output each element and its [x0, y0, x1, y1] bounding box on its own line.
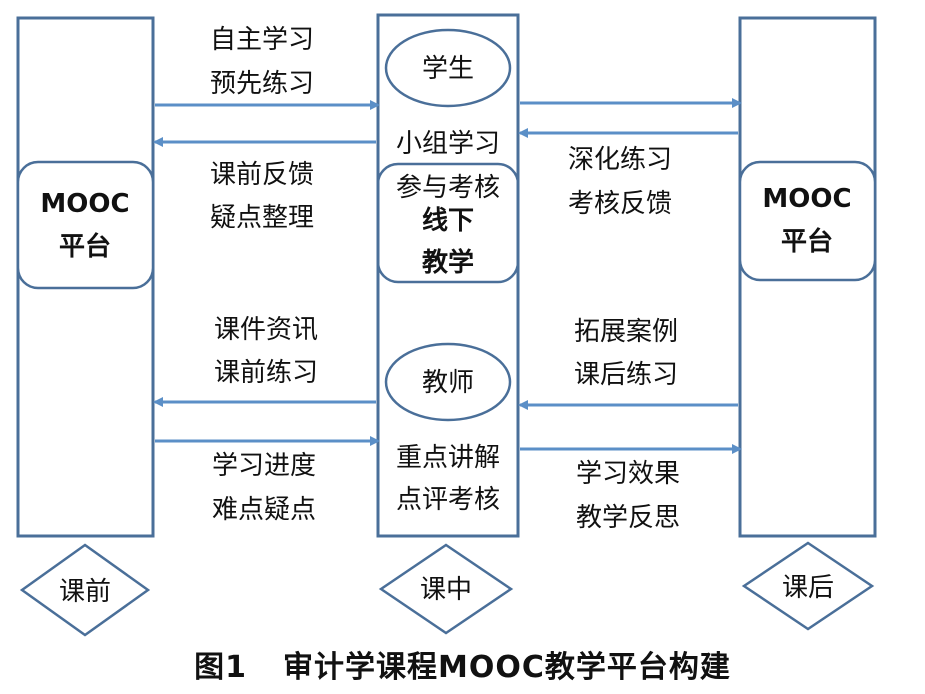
- flow-label-reflection: 教学反思: [576, 503, 680, 533]
- flow-label-self-study: 自主学习: [210, 25, 314, 55]
- mooc-platform-right-box: [738, 160, 877, 282]
- in-class-column: [376, 13, 520, 538]
- figure-number: 图1: [194, 650, 247, 685]
- mooc-platform-right-line1: MOOC: [762, 184, 851, 214]
- flow-label-difficulties: 难点疑点: [212, 495, 316, 525]
- pre-class-column: [16, 16, 155, 538]
- post-class-column: [738, 16, 877, 538]
- mooc-platform-left-box: [16, 160, 155, 290]
- flow-label-pre-practice: 预先练习: [210, 69, 314, 99]
- pre-class-label: 课前: [59, 577, 111, 607]
- post-class-diamond: [741, 541, 875, 631]
- flow-label-cases: 拓展案例: [574, 317, 678, 347]
- figure-caption: 图1 审计学课程MOOC教学平台构建: [0, 642, 925, 686]
- student-label: 学生: [422, 54, 474, 84]
- flow-label-effect: 学习效果: [576, 459, 680, 489]
- flow-label-courseware: 课件资讯: [214, 315, 318, 345]
- teacher-label: 教师: [422, 368, 474, 398]
- flow-label-pre-exercise: 课前练习: [214, 358, 318, 388]
- flow-label-deep-practice: 深化练习: [568, 145, 672, 175]
- mooc-platform-left-line2: 平台: [59, 231, 111, 262]
- mooc-platform-left-line1: MOOC: [40, 189, 129, 219]
- post-class-label: 课后: [782, 573, 834, 603]
- offline-teaching-box: [376, 162, 520, 284]
- teacher-activity-2: 点评考核: [396, 485, 500, 515]
- flow-label-progress: 学习进度: [212, 451, 316, 481]
- in-class-diamond: [378, 543, 514, 635]
- flow-label-doubts: 疑点整理: [210, 203, 314, 233]
- teacher-activity-1: 重点讲解: [396, 443, 500, 473]
- offline-teaching-line2: 教学: [422, 247, 474, 278]
- offline-teaching-line1: 线下: [422, 206, 474, 236]
- student-activity-1: 小组学习: [396, 129, 500, 159]
- flow-label-feedback: 课前反馈: [210, 160, 314, 190]
- teaching-platform-diagram: MOOC 平台 MOOC 平台 学生 小组学习 参与考核 线下 教学 教师 重点…: [16, 13, 877, 637]
- flow-label-post-practice: 课后练习: [574, 360, 678, 390]
- in-class-label: 课中: [420, 575, 472, 605]
- mooc-platform-right-line2: 平台: [781, 226, 833, 257]
- teacher-ellipse: [384, 342, 512, 422]
- student-ellipse: [384, 28, 512, 108]
- student-activity-2: 参与考核: [396, 173, 500, 203]
- flow-label-assessment-feedback: 考核反馈: [568, 189, 672, 219]
- figure-title: 审计学课程MOOC教学平台构建: [282, 650, 731, 685]
- pre-class-diamond: [19, 543, 151, 637]
